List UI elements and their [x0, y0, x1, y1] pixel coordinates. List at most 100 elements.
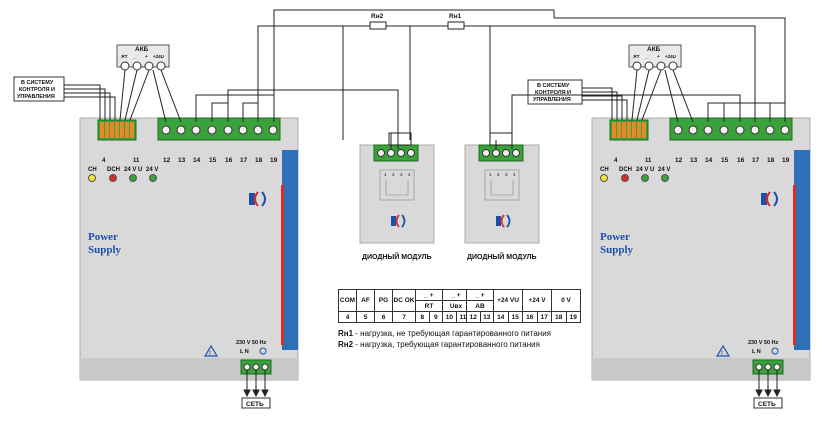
right-terminal-numbers: 12 13 14 15 16 17 18 19 [675, 157, 790, 164]
diode-module-2-label: ДИОДНЫЙ МОДУЛЬ [467, 252, 537, 261]
tt-af: AF [356, 289, 375, 312]
tt-num: 10 [442, 311, 457, 323]
left-led-ch [88, 174, 96, 182]
legend-line-1: Rн1 - нагрузка, не требующая гарантирова… [338, 328, 668, 339]
left-mains-connector-label: СЕТЬ [246, 401, 264, 408]
tt-num: 14 [493, 311, 509, 323]
right-mains-label-box [753, 397, 783, 409]
tt-rt: RT [415, 300, 443, 312]
diode-module-1: 1 2 3 4 ДИОДНЫЙ МОДУЛЬ [359, 132, 435, 261]
right-led-ch [600, 174, 608, 182]
tt-num: 6 [374, 311, 393, 323]
right-system-box-text: В СИСТЕМУ КОНТРОЛЯ И УПРАВЛЕНИЯ [533, 83, 573, 103]
right-pin11-label: 11 [645, 158, 652, 164]
tt-ab: АВ [466, 300, 494, 312]
left-power-supply: 12 13 14 15 16 17 18 19 4 11 СН DCH 24 V… [13, 44, 299, 409]
right-mains-screws [755, 363, 781, 371]
tt-num: 18 [551, 311, 567, 323]
load-legend: Rн1 - нагрузка, не требующая гарантирова… [338, 328, 668, 350]
tt-ab-sign: _ + [466, 289, 494, 301]
diode-module-2-schematic [484, 169, 520, 201]
left-mains-rating: 230 V 50 Hz [236, 340, 267, 346]
left-mains-wires [243, 370, 269, 398]
right-brand-logo-icon [761, 191, 778, 207]
diode-module-1-schematic [379, 169, 415, 201]
left-terminal-numbers: 12 13 14 15 16 17 18 19 [163, 157, 278, 164]
left-mains-pins: L N [240, 349, 249, 355]
left-housing [79, 117, 299, 381]
left-red-stripe [281, 185, 284, 345]
right-akb-block [628, 44, 682, 68]
left-led-labels: СН DCH 24 V U 24 V [88, 167, 158, 173]
tt-num: 7 [392, 311, 416, 323]
left-led-24vu [129, 174, 137, 182]
right-mains-pins: L N [752, 349, 761, 355]
svg-text:!: ! [721, 351, 723, 357]
right-led-dch [621, 174, 629, 182]
load-rn1-resistor [447, 21, 465, 30]
load-rn1-label: Rн1 [449, 13, 462, 20]
tt-num: 9 [428, 311, 443, 323]
terminal-table-power: _ + +24 VU +24 V 0 V АВ 12 13 14 15 16 1… [466, 289, 581, 323]
right-akb-pin-labels: _RT _ + +24U [630, 54, 676, 59]
tt-com: COM [338, 289, 357, 312]
tt-rt-sign: _ + [415, 289, 443, 301]
left-led-24v [149, 174, 157, 182]
right-signal-pins [612, 122, 646, 138]
tt-num: 4 [338, 311, 357, 323]
left-akb-block [116, 44, 170, 68]
right-terminal-screws [673, 125, 790, 135]
right-title-supply: Supply [600, 244, 634, 256]
tt-num: 5 [356, 311, 375, 323]
diode-module-1-pins: 1 2 3 4 [384, 172, 411, 177]
right-mains-connector-label: СЕТЬ [758, 401, 776, 408]
right-title-power: Power [600, 231, 630, 243]
tt-24vu: +24 VU [493, 289, 523, 312]
tt-num: 16 [522, 311, 538, 323]
left-leds [88, 174, 157, 182]
terminal-table-signal: COM AF PG DC OK _ + _ + RT Uвх 4 5 6 7 8… [338, 289, 471, 323]
left-led-dch [109, 174, 117, 182]
left-system-box [13, 76, 65, 102]
right-blue-bar [794, 150, 810, 350]
left-akb-pin-labels: _RT _ + +24U [118, 54, 164, 59]
right-housing [591, 117, 811, 381]
right-mains-wires [755, 370, 781, 398]
left-wiring [64, 9, 554, 140]
left-ground-icon [259, 347, 267, 355]
right-wiring [440, 10, 786, 140]
tt-0v: 0 V [551, 289, 581, 312]
tt-num: 19 [565, 311, 581, 323]
right-system-box [527, 79, 583, 105]
right-leds [600, 174, 669, 182]
right-mains-rating: 230 V 50 Hz [748, 340, 779, 346]
right-red-stripe [793, 185, 796, 345]
left-pin11-label: 11 [133, 158, 140, 164]
left-akb-label: АКБ [135, 46, 149, 53]
tt-num: 17 [536, 311, 552, 323]
left-title-power: Power [88, 231, 118, 243]
right-led-labels: СН DCH 24 V U 24 V [600, 167, 670, 173]
tt-num: 12 [466, 311, 481, 323]
right-ground-icon [771, 347, 779, 355]
left-terminal-screws [161, 125, 278, 135]
left-title-supply: Supply [88, 244, 122, 256]
left-system-box-text: В СИСТЕМУ КОНТРОЛЯ И УПРАВЛЕНИЯ [17, 80, 57, 100]
right-warning-icon: ! [715, 344, 731, 357]
diode-module-2: 1 2 3 4 ДИОДНЫЙ МОДУЛЬ [464, 132, 540, 261]
load-rn2-label: Rн2 [371, 13, 384, 20]
legend-key-rn1: Rн1 [338, 329, 354, 338]
legend-line-2: Rн2 - нагрузка, требующая гарантированно… [338, 339, 668, 350]
legend-key-rn2: Rн2 [338, 340, 354, 349]
tt-num: 13 [479, 311, 494, 323]
svg-text:!: ! [209, 351, 211, 357]
left-pin4-label: 4 [102, 158, 106, 164]
right-akb-label: АКБ [647, 46, 661, 53]
left-signal-pins [100, 122, 134, 138]
left-mains-screws [243, 363, 269, 371]
tt-24v: +24 V [522, 289, 552, 312]
diode-module-1-logo-icon [391, 214, 406, 228]
diode-module-2-pins: 1 2 3 4 [489, 172, 516, 177]
diode-module-2-logo-icon [496, 214, 511, 228]
loads: Rн2 Rн1 [343, 13, 491, 140]
